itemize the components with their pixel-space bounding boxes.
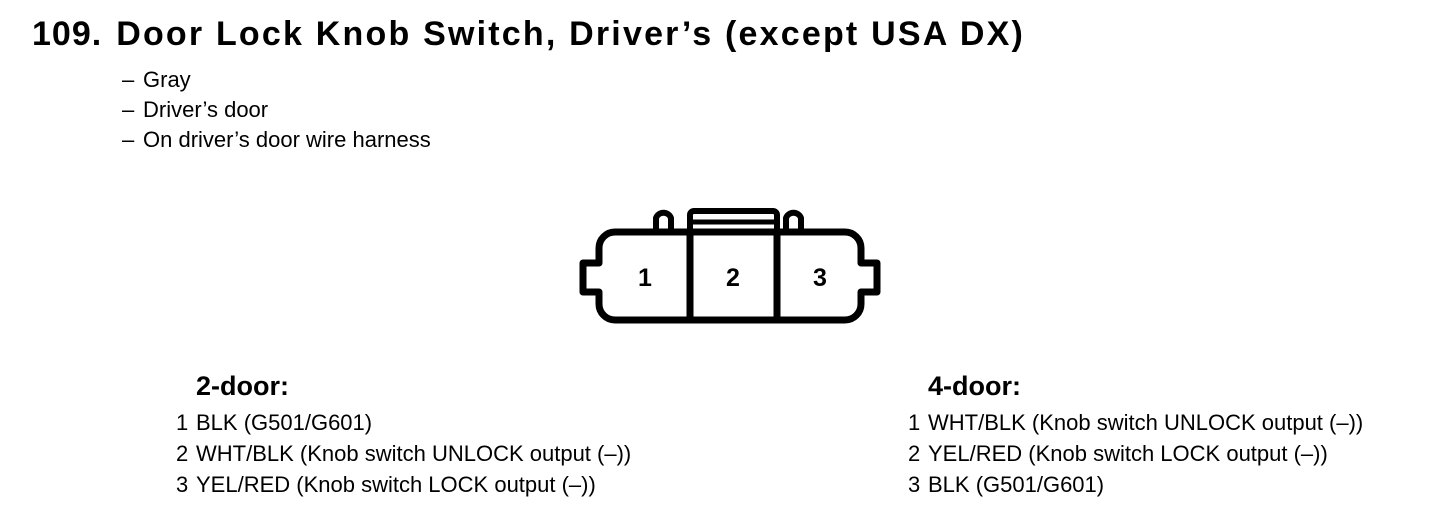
section-heading: 109. Door Lock Knob Switch, Driver’s (ex… <box>32 16 1025 52</box>
pin-description: WHT/BLK (Knob switch UNLOCK output (–)) <box>196 441 632 466</box>
pinout-row: 1 BLK (G501/G601) <box>176 407 631 438</box>
connector-body <box>579 228 881 324</box>
pinout-row: 2 YEL/RED (Knob switch LOCK output (–)) <box>908 438 1363 469</box>
pin-description: YEL/RED (Knob switch LOCK output (–)) <box>196 472 596 497</box>
pin-number: 3 <box>908 472 921 497</box>
section-number: 109. <box>32 15 103 53</box>
connector-left-tab <box>653 209 674 235</box>
pinout-row: 1 WHT/BLK (Knob switch UNLOCK output (–)… <box>908 407 1363 438</box>
attribute-text: On driver’s door wire harness <box>143 127 431 152</box>
connector-pin-number-1: 1 <box>638 264 652 292</box>
attribute-item: – On driver’s door wire harness <box>122 125 431 155</box>
pinout-row: 3 BLK (G501/G601) <box>908 469 1363 500</box>
pin-number: 1 <box>176 410 189 435</box>
pinout-list-2door: 1 BLK (G501/G601) 2 WHT/BLK (Knob switch… <box>176 407 631 500</box>
pin-number: 1 <box>908 410 921 435</box>
attribute-item: – Gray <box>122 65 431 95</box>
bullet-dash: – <box>122 67 135 92</box>
pin-description: WHT/BLK (Knob switch UNLOCK output (–)) <box>928 410 1364 435</box>
pinout-row: 2 WHT/BLK (Knob switch UNLOCK output (–)… <box>176 438 631 469</box>
connector-attributes: – Gray – Driver’s door – On driver’s doo… <box>122 65 431 155</box>
pin-number: 2 <box>908 441 921 466</box>
bullet-dash: – <box>122 127 135 152</box>
attribute-item: – Driver’s door <box>122 95 431 125</box>
pinout-row: 3 YEL/RED (Knob switch LOCK output (–)) <box>176 469 631 500</box>
connector-outline-drawing <box>579 208 881 324</box>
connector-right-tab <box>783 209 804 235</box>
pinout-list-4door: 1 WHT/BLK (Knob switch UNLOCK output (–)… <box>908 407 1363 500</box>
pin-description: BLK (G501/G601) <box>928 472 1105 497</box>
page-title: Door Lock Knob Switch, Driver’s (except … <box>116 15 1026 53</box>
pin-description: YEL/RED (Knob switch LOCK output (–)) <box>928 441 1328 466</box>
connector-pin-number-3: 3 <box>813 264 827 292</box>
attribute-text: Gray <box>143 67 191 92</box>
attribute-text: Driver’s door <box>143 97 269 122</box>
pin-number: 2 <box>176 441 189 466</box>
connector-diagram <box>575 198 885 328</box>
pin-description: BLK (G501/G601) <box>196 410 373 435</box>
pinout-heading-4door: 4-door: <box>928 371 1021 401</box>
bullet-dash: – <box>122 97 135 122</box>
pinout-heading-2door: 2-door: <box>196 371 289 401</box>
connector-pin-number-2: 2 <box>726 264 740 292</box>
pin-number: 3 <box>176 472 189 497</box>
